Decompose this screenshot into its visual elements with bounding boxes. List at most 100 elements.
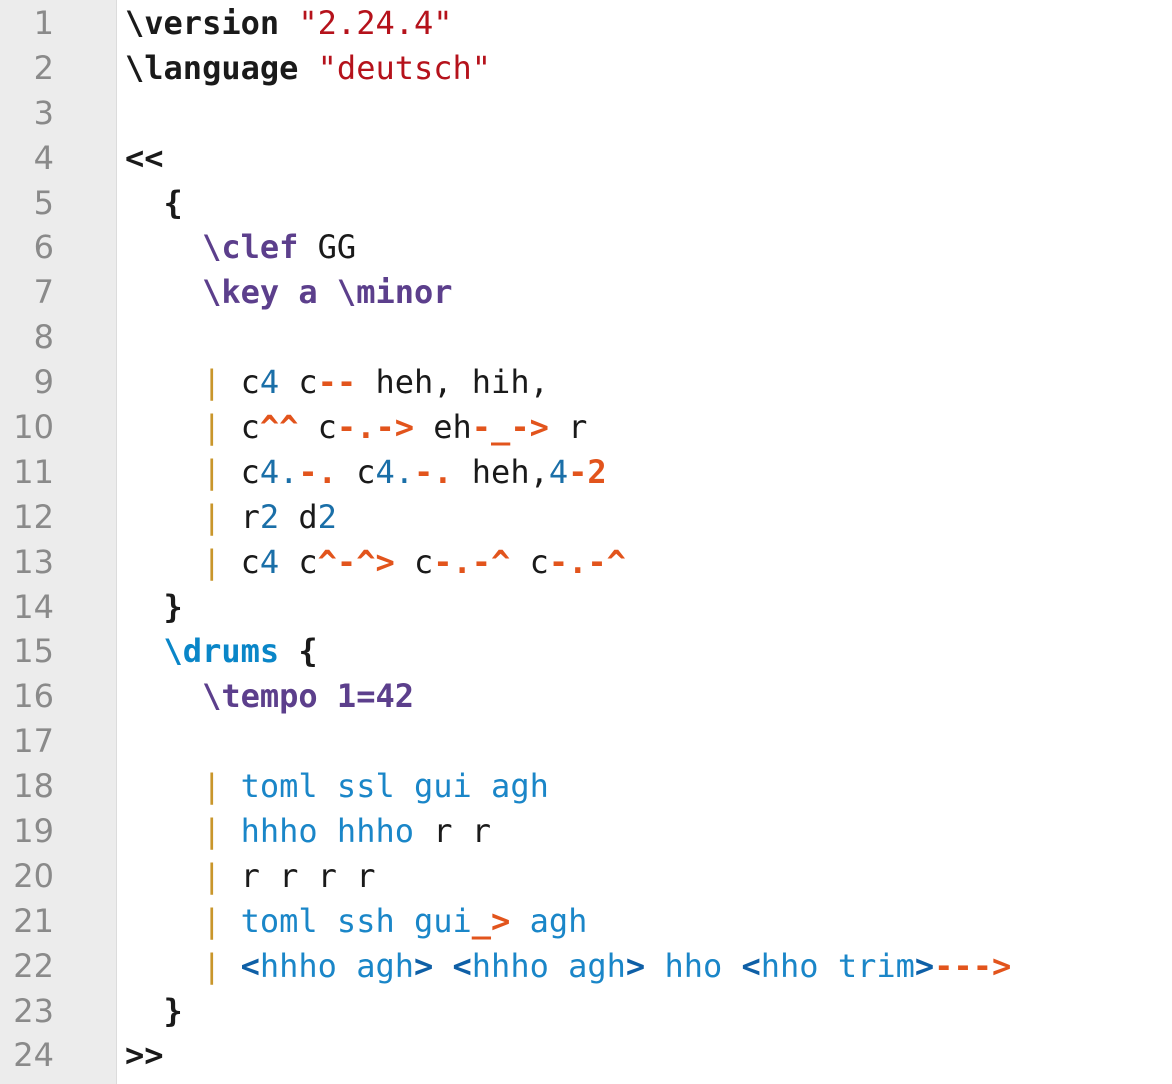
code-token: << [125,138,164,177]
code-token: { [298,632,318,671]
line-number: 20 [13,856,54,895]
code-token [433,947,452,985]
code-token: hhho agh [471,946,626,985]
code-line[interactable] [125,719,1172,764]
code-token: | [202,856,222,895]
code-token: 2 [259,497,280,536]
code-token: 4. [375,452,414,491]
line-number: 1 [33,4,54,42]
code-token: hho [645,946,742,985]
code-token: c [279,363,318,402]
line-number: 21 [13,901,54,940]
code-area[interactable]: \version "2.24.4"\language "deutsch"<< {… [117,0,1172,1084]
code-line[interactable] [125,315,1172,360]
code-token: < [240,946,260,985]
code-token: \version [125,4,280,42]
line-number: 17 [13,722,54,761]
code-token: | [202,946,222,985]
line-number: 15 [13,632,54,671]
code-token: hhho agh [259,946,414,985]
code-token: heh, [452,452,549,491]
code-token: -2 [568,452,607,491]
code-token: heh, hih, [356,363,549,402]
code-token [125,498,202,536]
code-line[interactable]: | hhho hhho r r [125,809,1172,854]
code-line[interactable]: \tempo 1=42 [125,674,1172,719]
code-token: toml ssh gui [221,901,472,940]
code-token: c [221,408,260,447]
code-token: \drums [163,632,280,671]
code-token [221,947,240,985]
code-token: -.-^ [433,542,511,581]
code-line[interactable]: << [125,136,1172,181]
code-token: r [221,497,260,536]
code-token: c [221,363,260,402]
code-line[interactable]: { [125,181,1172,226]
code-token [125,408,202,446]
code-line[interactable]: } [125,585,1172,630]
code-token: \key a \minor [202,273,453,312]
code-token: -. [298,452,337,491]
code-token: -.-> [336,408,414,447]
code-token: | [202,901,222,940]
code-line[interactable]: | c^^ c-.-> eh-_-> r [125,405,1172,450]
code-line[interactable]: \key a \minor [125,270,1172,315]
code-token: eh [413,408,472,447]
code-line[interactable]: | c4 c^-^> c-.-^ c-.-^ [125,540,1172,585]
code-token [125,767,202,805]
line-number: 19 [13,812,54,851]
line-number: 9 [33,363,54,402]
code-line[interactable]: } [125,989,1172,1034]
line-number: 7 [33,273,54,312]
code-token: hho trim [760,946,915,985]
code-line[interactable]: | r r r r [125,854,1172,899]
code-token: hhho hhho [221,812,414,851]
line-number: 24 [13,1036,54,1075]
code-token: \clef [202,228,299,267]
code-token: < [741,946,761,985]
code-token: c [510,542,549,581]
code-line[interactable]: >> [125,1033,1172,1078]
code-line[interactable]: | <hhho agh> <hhho agh> hho <hho trim>--… [125,944,1172,989]
code-line[interactable]: | r2 d2 [125,495,1172,540]
code-token: > [914,946,935,985]
code-token: c [279,542,318,581]
code-token: 4 [259,363,280,402]
code-token: 4 [548,452,569,491]
code-token: toml ssl gui agh [221,767,549,806]
code-token: _> [471,901,511,940]
code-line[interactable]: \version "2.24.4" [125,1,1172,46]
code-token: -. [413,452,453,491]
code-token: \language [125,48,299,87]
line-number: 12 [13,497,54,536]
code-token: | [202,812,222,851]
code-token [125,812,202,850]
line-number: 4 [33,138,54,177]
code-token [125,228,202,266]
code-token [298,49,317,87]
code-line[interactable]: | toml ssh gui_> agh [125,899,1172,944]
code-token [279,4,298,42]
line-number: 6 [33,228,54,267]
code-line[interactable]: | toml ssl gui agh [125,764,1172,809]
code-token [125,184,164,222]
code-line[interactable]: | c4.-. c4.-. heh,4-2 [125,450,1172,495]
code-token [125,363,202,401]
code-line[interactable]: \clef GG [125,225,1172,270]
code-token: > [413,946,434,985]
code-token: | [202,497,222,536]
code-token: 2 [317,497,337,536]
code-line[interactable]: \drums { [125,629,1172,674]
line-number: 11 [13,452,54,491]
code-token: | [202,452,222,491]
code-token: c [221,452,260,491]
code-line[interactable]: | c4 c-- heh, hih, [125,360,1172,405]
code-token: c [298,408,337,447]
code-line[interactable]: \language "deutsch" [125,46,1172,91]
code-token [125,677,202,715]
code-line[interactable] [125,91,1172,136]
code-token: | [202,363,222,402]
code-token [125,543,202,581]
